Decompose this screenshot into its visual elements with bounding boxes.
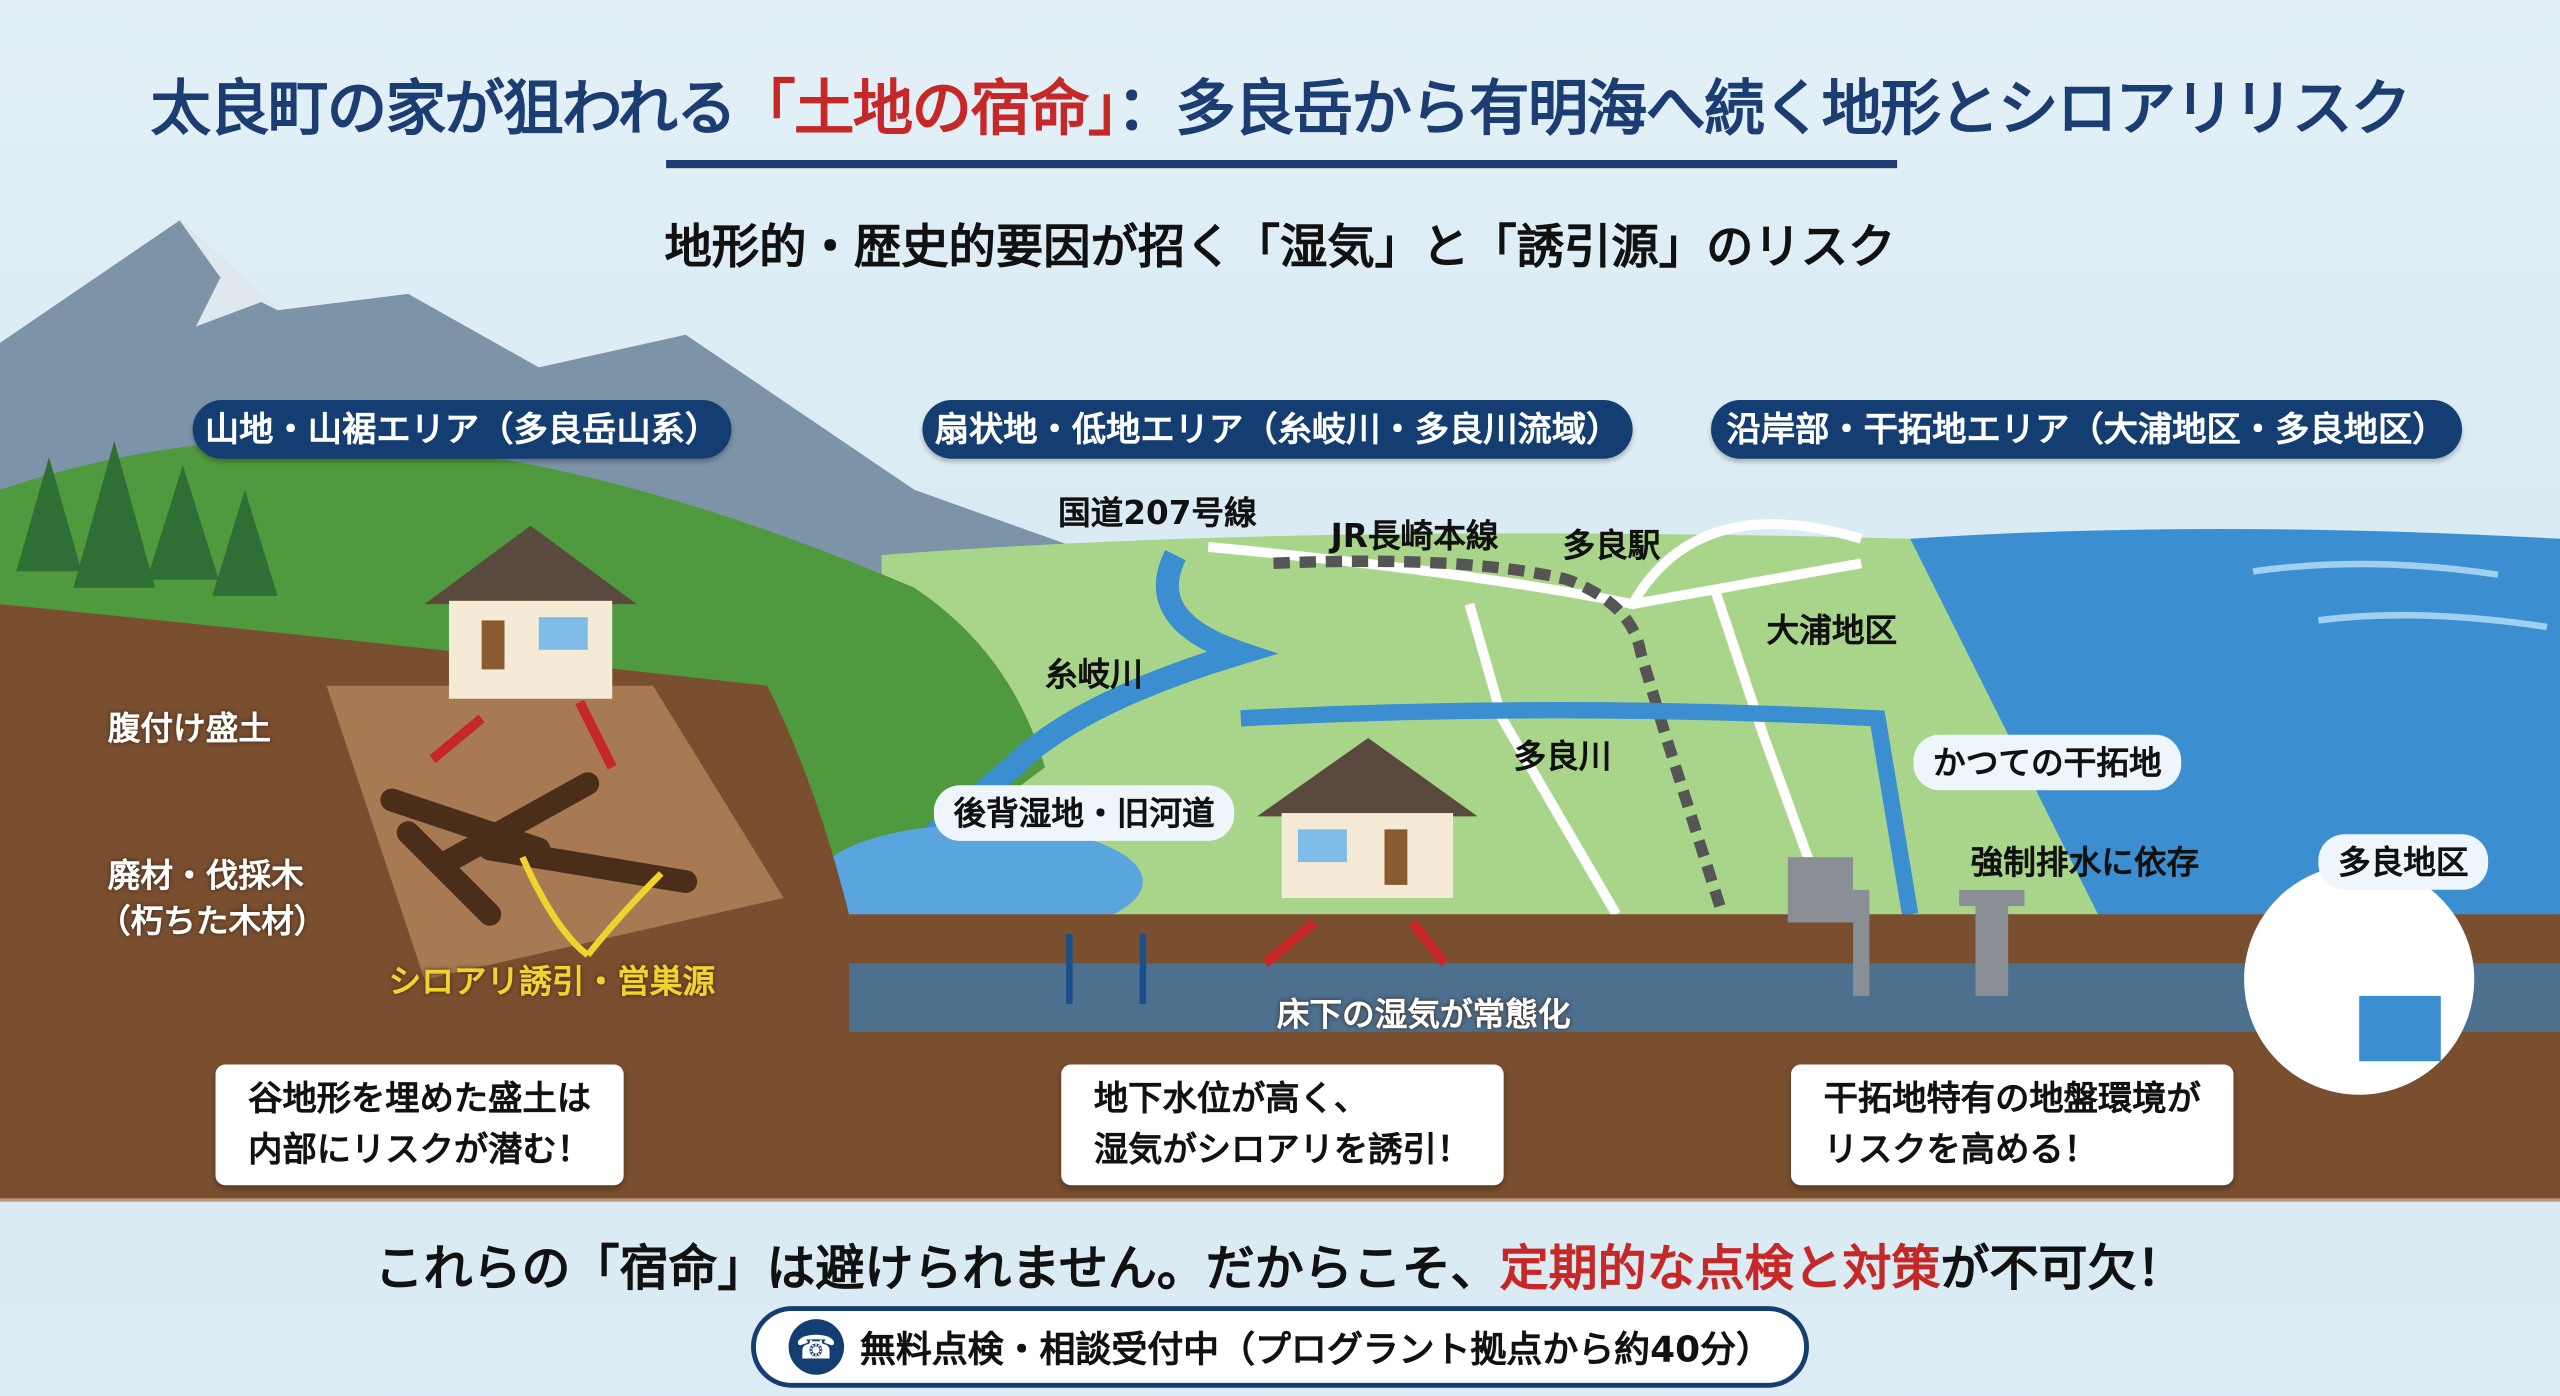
house-mountain [424, 525, 637, 699]
red-arrows [429, 699, 1449, 968]
drainage-pumps [1787, 857, 2025, 996]
consultation-label: 無料点検・相談受付中（プログラント拠点から約40分） [859, 1330, 1772, 1372]
callout-line: リスクを高める！ [1823, 1129, 2098, 1169]
label-tara-river: 多良川 [1513, 736, 1612, 776]
sea-waves [2252, 560, 2548, 631]
fill-embankment [326, 685, 784, 980]
area-pill-lowland: 扇状地・低地エリア（糸岐川・多良川流域） [922, 399, 1633, 459]
callout-line: 干拓地特有の地盤環境が [1823, 1079, 2201, 1119]
label-oura: 大浦地区 [1766, 610, 1898, 650]
house-lowland [1257, 737, 1478, 898]
tara-river [1240, 702, 1919, 916]
title-text: 太良町の家が狙われる [150, 73, 736, 144]
blue-arrows [1066, 933, 1147, 1005]
label-itoki: 糸岐川 [1044, 654, 1143, 694]
conclusion-highlight: 定期的な点検と対策 [1499, 1240, 1941, 1298]
area-pill-mountain: 山地・山裾エリア（多良岳山系） [192, 399, 732, 459]
callout-mountain: 谷地形を埋めた盛土は内部にリスクが潜む！ [215, 1064, 624, 1186]
callout-line: 谷地形を埋めた盛土は [248, 1079, 592, 1119]
phone-icon: ☎ [788, 1319, 844, 1375]
label-wetland: 後背湿地・旧河道 [933, 785, 1235, 841]
callout-line: 地下水位が高く、 [1093, 1079, 1369, 1119]
conclusion-part-end: が不可欠！ [1940, 1240, 2186, 1298]
title-highlight: 「土地の宿命」 [735, 73, 1118, 144]
label-route: 国道207号線 [1057, 493, 1257, 533]
label-old-reclaimed: かつての干拓地 [1913, 734, 2182, 791]
label-fill: 腹付け盛土 [107, 708, 272, 748]
conclusion-part: これらの「宿命」は避けられません。だからこそ、 [374, 1240, 1500, 1298]
label-moisture: 床下の湿気が常態化 [1276, 994, 1571, 1034]
yellow-arrows [519, 855, 664, 958]
conclusion-text: これらの「宿命」は避けられません。だからこそ、定期的な点検と対策が不可欠！ [0, 1228, 2560, 1300]
title-text-end: ：多良岳から有明海へ続く地形とシロアリリスク [1116, 73, 2411, 144]
wetland [816, 824, 1143, 939]
consultation-button[interactable]: ☎ 無料点検・相談受付中（プログラント拠点から約40分） [751, 1306, 1809, 1388]
page-title: 太良町の家が狙われる「土地の宿命」：多良岳から有明海へ続く地形とシロアリリスク [0, 59, 2560, 147]
label-pump: 強制排水に依存 [1970, 842, 2200, 882]
label-station: 多良駅 [1562, 525, 1661, 565]
label-attract: シロアリ誘引・営巣源 [388, 961, 716, 1001]
label-wood-note: （朽ちた木材） [97, 901, 327, 941]
label-rail: JR長崎本線 [1330, 515, 1499, 556]
subtitle: 地形的・歴史的要因が招く「湿気」と「誘引源」のリスク [664, 218, 1896, 275]
title-divider [666, 159, 1898, 169]
callout-lowland: 地下水位が高く、湿気がシロアリを誘引！ [1061, 1064, 1504, 1186]
callout-line: 湿気がシロアリを誘引！ [1093, 1129, 1472, 1169]
mountain-snow [179, 220, 278, 327]
buried-wood [380, 772, 698, 926]
label-tara-district: 多良地区 [2318, 834, 2489, 890]
area-pill-coast: 沿岸部・干拓地エリア（大浦地区・多良地区） [1711, 399, 2463, 459]
jr-line [1273, 555, 1728, 917]
inset-water [2359, 995, 2441, 1062]
forest [16, 440, 278, 596]
label-wood: 廃材・伐採木 [107, 855, 304, 895]
callout-coast: 干拓地特有の地盤環境がリスクを高める！ [1791, 1064, 2234, 1186]
callout-line: 内部にリスクが潜む！ [248, 1129, 592, 1169]
